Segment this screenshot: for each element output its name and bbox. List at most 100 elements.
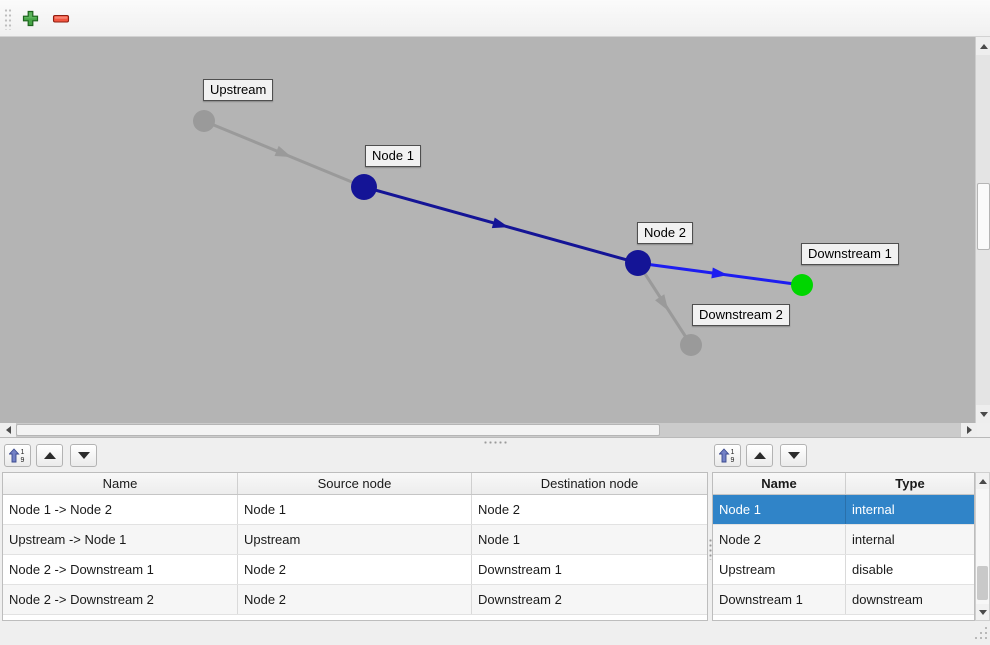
arrowhead-icon xyxy=(655,294,669,311)
node-downstream1[interactable] xyxy=(791,274,813,296)
cell-source: Node 1 xyxy=(238,495,472,524)
scroll-left-button[interactable] xyxy=(0,423,16,437)
scroll-up-button[interactable] xyxy=(976,37,990,55)
cell-name: Node 2 -> Downstream 1 xyxy=(3,555,238,584)
arrowhead-icon xyxy=(491,217,509,229)
triangle-down-icon xyxy=(978,609,987,615)
splitter-grip-icon xyxy=(709,538,712,560)
cell-name: Upstream xyxy=(713,555,846,584)
node-downstream2[interactable] xyxy=(680,334,702,356)
node-label-upstream[interactable]: Upstream xyxy=(203,79,274,101)
cell-destination: Downstream 2 xyxy=(478,592,562,607)
edges-move-down-button[interactable] xyxy=(70,444,97,467)
cell-name: Upstream -> Node 1 xyxy=(3,525,238,554)
nodes-table-scrollbar[interactable] xyxy=(975,472,990,621)
cell-type: internal xyxy=(852,532,895,547)
column-header-name[interactable]: Name xyxy=(713,473,846,494)
cell-destination: Downstream 1 xyxy=(478,562,562,577)
node-label-downstream2[interactable]: Downstream 2 xyxy=(692,304,790,326)
cell-destination: Node 2 xyxy=(478,502,520,517)
splitter-grip-icon xyxy=(483,441,509,444)
empty-row xyxy=(3,615,707,620)
edges-table: Name Source node Destination node Node 1… xyxy=(2,472,708,621)
cell-destination: Node 1 xyxy=(478,532,520,547)
node-label-downstream1[interactable]: Downstream 1 xyxy=(801,243,899,265)
nodes-move-up-button[interactable] xyxy=(746,444,773,467)
column-header-name[interactable]: Name xyxy=(3,473,238,494)
column-header-source-node[interactable]: Source node xyxy=(238,473,472,494)
column-header-type[interactable]: Type xyxy=(895,476,925,491)
nodes-move-down-button[interactable] xyxy=(780,444,807,467)
scroll-right-button[interactable] xyxy=(961,423,977,437)
edges-move-up-button[interactable] xyxy=(36,444,63,467)
triangle-down-icon xyxy=(77,452,90,459)
svg-text:1: 1 xyxy=(731,449,735,456)
main-toolbar xyxy=(0,0,990,37)
table-row[interactable]: Upstream -> Node 1 Upstream Node 1 xyxy=(3,525,707,555)
svg-text:9: 9 xyxy=(21,457,25,464)
graph-svg xyxy=(193,110,813,356)
remove-button[interactable] xyxy=(48,5,74,31)
scroll-down-button[interactable] xyxy=(976,604,989,620)
node-label-node2[interactable]: Node 2 xyxy=(637,222,693,244)
triangle-right-icon xyxy=(966,426,972,434)
cell-type: downstream xyxy=(852,592,923,607)
node-node2[interactable] xyxy=(625,250,651,276)
svg-text:9: 9 xyxy=(731,457,735,464)
scrollbar-corner xyxy=(977,423,990,437)
cell-type: internal xyxy=(852,502,895,517)
nodes-table-header: Name Type xyxy=(713,473,974,495)
canvas-horizontal-scrollbar[interactable] xyxy=(0,423,990,437)
cell-source: Node 2 xyxy=(238,555,472,584)
cell-name: Node 1 xyxy=(713,495,846,524)
table-row[interactable]: Node 2 -> Downstream 1 Node 2 Downstream… xyxy=(3,555,707,585)
triangle-down-icon xyxy=(787,452,800,459)
arrowhead-icon xyxy=(274,145,292,158)
resize-grip-icon xyxy=(975,627,987,639)
node-node1[interactable] xyxy=(351,174,377,200)
horizontal-splitter[interactable] xyxy=(0,437,990,445)
table-row[interactable]: Node 2 internal xyxy=(713,525,974,555)
empty-row xyxy=(713,615,974,620)
sort-ascending-icon: 1 9 xyxy=(9,448,25,464)
svg-text:1: 1 xyxy=(21,449,25,456)
triangle-up-icon xyxy=(753,452,766,459)
canvas-vertical-scrollbar[interactable] xyxy=(975,37,990,423)
cell-name: Node 2 -> Downstream 2 xyxy=(3,585,238,614)
toolbar-drag-handle-icon[interactable] xyxy=(4,8,13,30)
cell-type: disable xyxy=(852,562,894,577)
edges-sort-button[interactable]: 1 9 xyxy=(4,444,31,467)
triangle-up-icon xyxy=(979,43,988,49)
column-header-destination-node[interactable]: Destination node xyxy=(540,476,639,491)
triangle-up-icon xyxy=(43,452,56,459)
horizontal-scrollbar-thumb[interactable] xyxy=(16,424,660,436)
scrollbar-thumb[interactable] xyxy=(977,566,988,600)
node-label-node1[interactable]: Node 1 xyxy=(365,145,421,167)
cell-name: Node 1 -> Node 2 xyxy=(3,495,238,524)
table-row-selected[interactable]: Node 1 internal xyxy=(713,495,974,525)
minus-icon xyxy=(52,14,70,23)
node-upstream[interactable] xyxy=(193,110,215,132)
vertical-splitter[interactable] xyxy=(708,445,712,622)
edges-table-header: Name Source node Destination node xyxy=(3,473,707,495)
graph-canvas[interactable]: Upstream Node 1 Node 2 Downstream 1 Down… xyxy=(0,37,975,423)
triangle-up-icon xyxy=(978,478,987,484)
cell-source: Node 2 xyxy=(238,585,472,614)
table-row[interactable]: Downstream 1 downstream xyxy=(713,585,974,615)
add-button[interactable] xyxy=(17,5,43,31)
scroll-down-button[interactable] xyxy=(976,405,990,423)
sort-ascending-icon: 1 9 xyxy=(719,448,735,464)
triangle-left-icon xyxy=(5,426,11,434)
nodes-sort-button[interactable]: 1 9 xyxy=(714,444,741,467)
plus-icon xyxy=(22,10,38,26)
table-row[interactable]: Upstream disable xyxy=(713,555,974,585)
arrowhead-icon xyxy=(711,267,728,279)
cell-source: Upstream xyxy=(238,525,472,554)
table-row[interactable]: Node 2 -> Downstream 2 Node 2 Downstream… xyxy=(3,585,707,615)
resize-grip[interactable] xyxy=(974,626,988,640)
table-row[interactable]: Node 1 -> Node 2 Node 1 Node 2 xyxy=(3,495,707,525)
scroll-up-button[interactable] xyxy=(976,473,989,489)
cell-name: Downstream 1 xyxy=(713,585,846,614)
vertical-scrollbar-thumb[interactable] xyxy=(977,183,990,250)
